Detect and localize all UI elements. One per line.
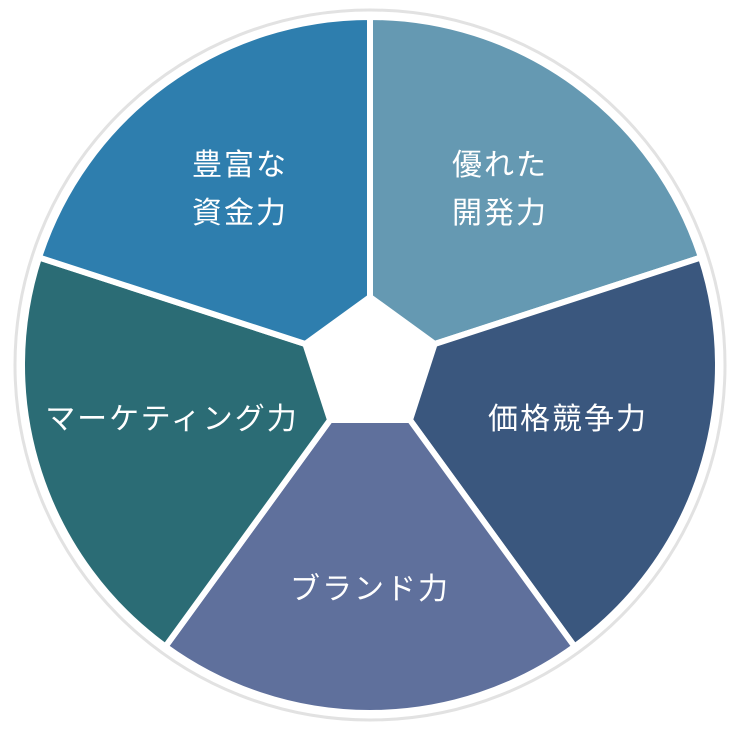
wheel-segment-5 (35, 13, 373, 348)
segment-label-line: 価格競争力 (488, 402, 648, 437)
segment-label-2: 価格競争力 (488, 402, 648, 437)
segment-label-line: 開発力 (452, 196, 548, 231)
segment-label-line: 豊富な (192, 148, 288, 183)
segment-label-4: マーケティング力 (45, 402, 299, 437)
wheel-segment-1 (367, 13, 705, 348)
segment-label-line: 資金力 (192, 196, 288, 231)
segment-label-line: ブランド力 (290, 572, 450, 607)
segment-label-3: ブランド力 (290, 572, 450, 607)
segment-label-line: マーケティング力 (45, 402, 299, 437)
segment-label-5: 豊富な資金力 (192, 148, 288, 231)
segment-label-line: 優れた (452, 148, 548, 183)
wheel-segment-4 (19, 253, 334, 651)
center-pentagon (307, 299, 433, 419)
wheel-segment-2 (406, 253, 721, 651)
wheel-segment-3 (161, 417, 579, 716)
segment-label-1: 優れた開発力 (452, 148, 548, 231)
